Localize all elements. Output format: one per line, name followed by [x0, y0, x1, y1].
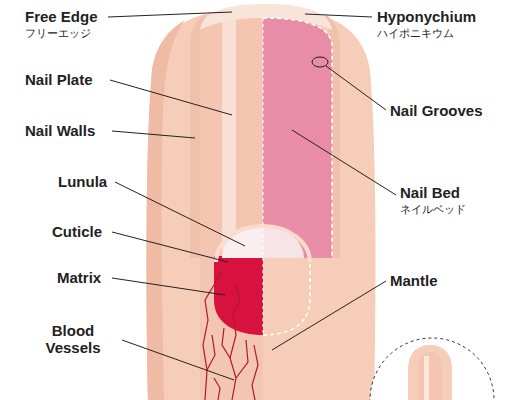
part-label: Nail Grooves: [390, 102, 483, 119]
japanese-label: フリーエッジ: [25, 28, 91, 41]
part-label: Nail Bed: [400, 184, 460, 201]
leader-line: [305, 14, 372, 17]
nail-bed: [263, 18, 332, 258]
detail-highlight: [424, 356, 429, 400]
part-label: Hyponychium: [377, 8, 476, 25]
leader-line: [110, 80, 232, 115]
leader-line: [112, 232, 228, 262]
part-label: Free Edge: [25, 8, 98, 25]
leader-line: [108, 12, 232, 17]
blood-vessel: [230, 315, 236, 400]
detail-finger: [408, 345, 452, 400]
detail-nail: [418, 352, 442, 400]
leader-line: [122, 340, 234, 380]
detail-circle: [370, 338, 494, 400]
finger-shade: [147, 20, 185, 400]
japanese-label: ハイポニキウム: [377, 28, 454, 41]
part-label: Lunula: [58, 173, 107, 190]
leader-line: [112, 278, 225, 295]
cuticle: [216, 226, 310, 262]
blood-vessel: [205, 270, 222, 300]
blood-vessel: [222, 328, 230, 358]
blood-vessel: [207, 335, 215, 370]
blood-vessel: [203, 300, 208, 400]
part-label: Nail Walls: [25, 122, 95, 139]
groove-marker: [312, 57, 328, 67]
leader-line: [326, 66, 386, 110]
free-edge: [200, 4, 332, 30]
part-label: Matrix: [57, 269, 101, 286]
leader-line: [112, 131, 195, 138]
blood-vessel: [214, 378, 220, 400]
blood-vessel: [236, 340, 248, 378]
mantle-outline: [263, 256, 310, 335]
part-label: Nail Plate: [25, 71, 93, 88]
leader-line: [115, 182, 245, 246]
part-label: Blood Vessels: [30, 322, 116, 357]
japanese-label: ネイルベッド: [400, 204, 466, 217]
part-label: Cuticle: [52, 223, 102, 240]
matrix: [214, 256, 263, 335]
part-label: Mantle: [390, 272, 438, 289]
nail-highlight: [222, 10, 236, 250]
blood-vessels: [203, 270, 258, 400]
blood-vessel: [252, 345, 258, 400]
center-divider: [263, 18, 264, 335]
leader-line: [272, 281, 386, 350]
leader-lines: [108, 12, 396, 380]
nail-plate: [200, 6, 265, 258]
nail-bed-outline: [263, 18, 332, 258]
blood-vessel: [233, 285, 240, 315]
leader-line: [292, 130, 396, 195]
